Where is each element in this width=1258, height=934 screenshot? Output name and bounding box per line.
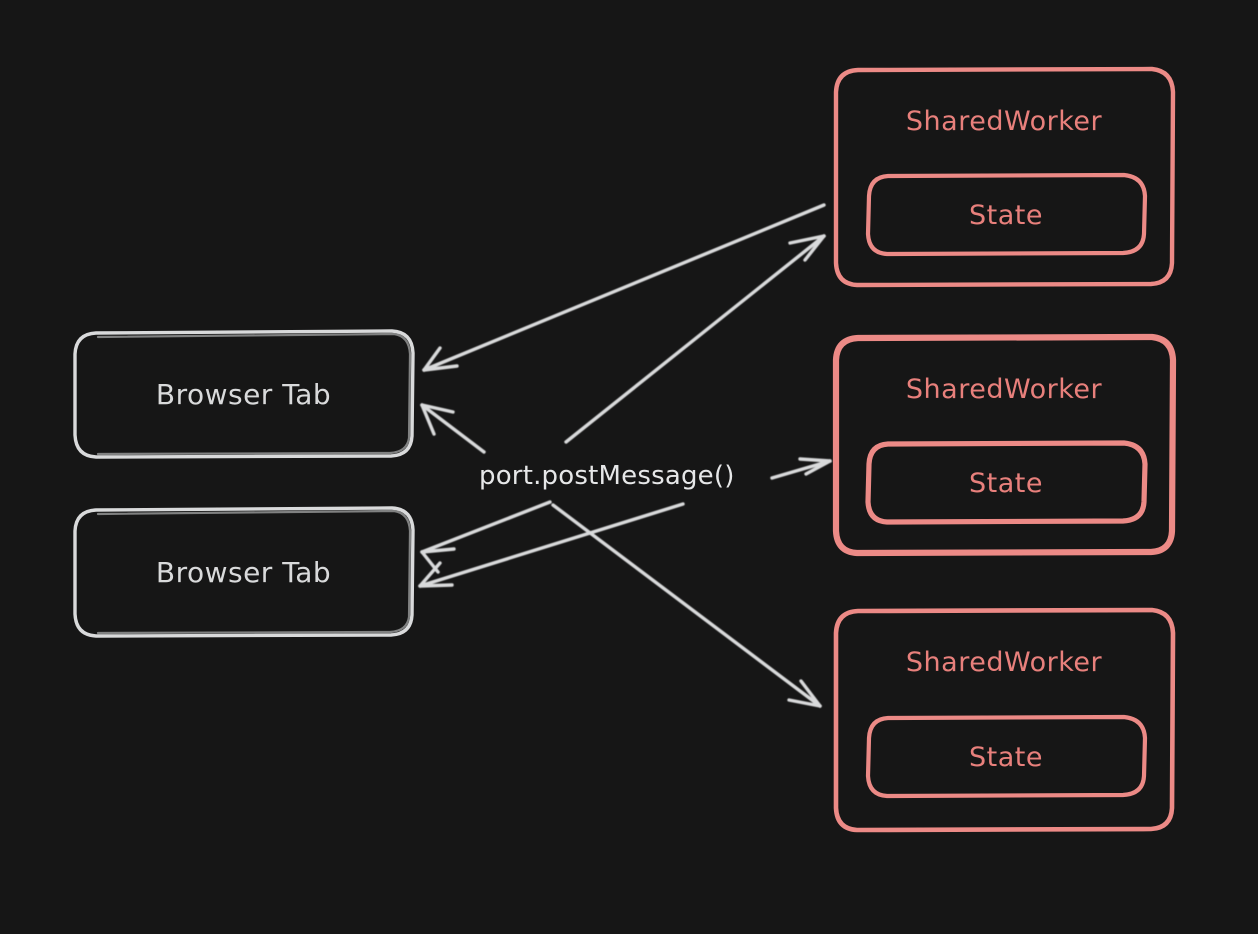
edge-worker1-to-tab1 (422, 203, 826, 372)
state-1-label: State (969, 199, 1043, 231)
edge-label-to-tab2 (420, 500, 552, 574)
browser-tab-1-label: Browser Tab (155, 378, 332, 411)
state-3-label: State (969, 741, 1043, 773)
state-2-label: State (969, 467, 1043, 499)
edge-label-to-worker1 (564, 234, 826, 444)
edge-label-to-worker2 (770, 457, 832, 480)
browser-tab-2-label: Browser Tab (155, 555, 332, 589)
edge-label-to-worker3 (551, 503, 822, 708)
shared-worker-2-label: SharedWorker (905, 373, 1103, 405)
shared-worker-1-label: SharedWorker (905, 105, 1103, 137)
shared-worker-3-label: SharedWorker (905, 646, 1103, 678)
port-postmessage-edge-label: port.postMessage() (479, 461, 735, 491)
edge-label-to-tab1 (420, 403, 486, 454)
edge-worker3-to-tab2 (418, 502, 685, 588)
